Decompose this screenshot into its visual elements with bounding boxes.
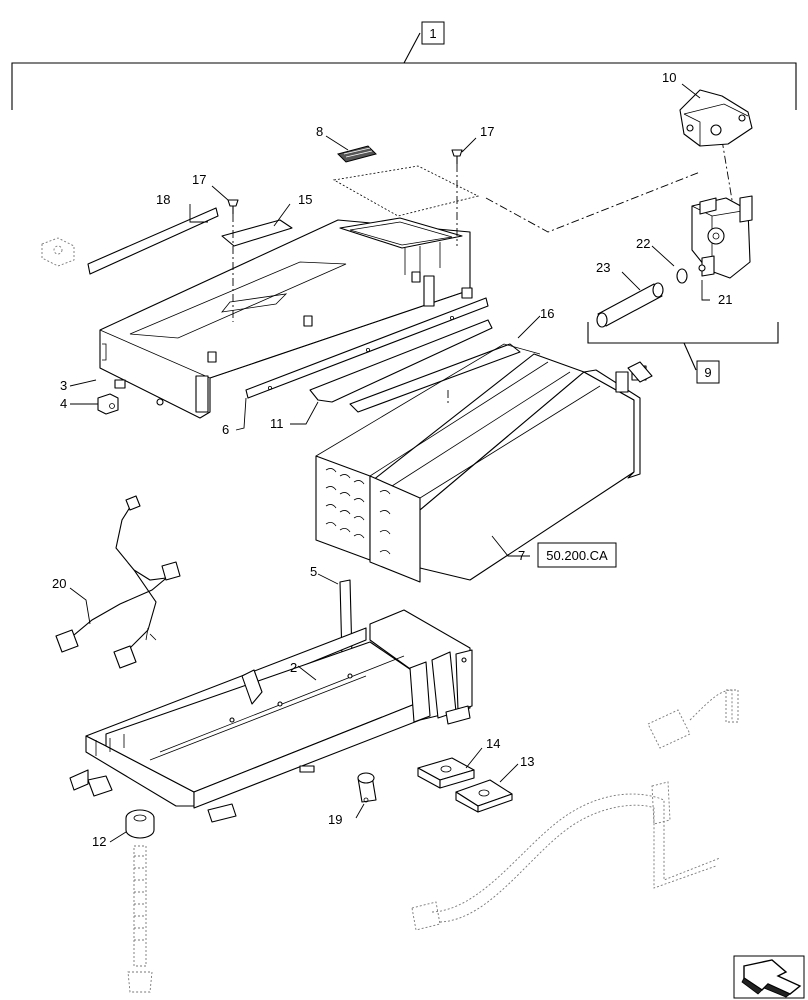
axis-line-actuator	[485, 171, 701, 233]
callout-21: 21	[718, 292, 732, 307]
callout-2: 2	[290, 660, 297, 675]
screw-17-left	[227, 199, 239, 214]
filter-8	[337, 145, 377, 163]
grommet-12	[125, 809, 155, 839]
screw-17-right	[451, 149, 463, 164]
seal-16	[349, 343, 521, 413]
clip	[97, 393, 119, 415]
upper-housing	[99, 217, 473, 419]
callout-8: 8	[316, 124, 323, 139]
plug-19	[357, 772, 377, 803]
callout-22: 22	[636, 236, 650, 251]
callout-13: 13	[520, 754, 534, 769]
ghost-cable-assembly	[411, 689, 739, 931]
heater-core-7	[315, 343, 653, 583]
seal-strip-18	[87, 207, 219, 275]
wiring-harness-20	[55, 495, 181, 669]
callout-15: 15	[298, 192, 312, 207]
core-tube-holes	[325, 468, 391, 555]
assembly-bracket-1: 1	[11, 21, 797, 110]
callout-9: 9	[704, 365, 711, 380]
ghost-clip	[41, 237, 75, 267]
ghost-drain-hose	[127, 845, 153, 993]
callout-14: 14	[486, 736, 500, 751]
callout-4: 4	[60, 396, 67, 411]
callout-12: 12	[92, 834, 106, 849]
next-page-arrow-icon[interactable]	[733, 955, 805, 999]
seal-11	[309, 319, 493, 403]
pad-13	[455, 779, 513, 813]
water-valve-21	[691, 195, 753, 279]
callout-17-right: 17	[480, 124, 494, 139]
seal-pad-15	[221, 219, 293, 247]
callout-11: 11	[270, 416, 284, 431]
strip-6	[245, 297, 489, 399]
callout-17-left: 17	[192, 172, 206, 187]
callout-19: 19	[328, 812, 342, 827]
callout-18: 18	[156, 192, 170, 207]
reference-link-50-200-ca[interactable]: 50.200.CA	[537, 542, 617, 568]
callout-5: 5	[310, 564, 317, 579]
callout-7: 7	[518, 548, 525, 563]
callout-20: 20	[52, 576, 66, 591]
pad-14	[417, 757, 475, 789]
leader-lines	[69, 83, 710, 843]
o-ring-22	[676, 268, 688, 284]
reference-label[interactable]: 50.200.CA	[546, 548, 608, 563]
callout-10: 10	[662, 70, 676, 85]
gasket-plate	[332, 165, 480, 217]
actuator-10	[679, 89, 753, 147]
callout-1: 1	[429, 26, 436, 41]
assembly-bracket-9: 9	[587, 322, 779, 384]
callout-labels: 2 3 4 5 6 7 8 10 11 12 13 14 15 16 17 17…	[52, 70, 732, 849]
callout-23: 23	[596, 260, 610, 275]
callout-3: 3	[60, 378, 67, 393]
callout-16: 16	[540, 306, 554, 321]
callout-6: 6	[222, 422, 229, 437]
lower-housing	[69, 609, 473, 823]
tube-23	[596, 282, 664, 328]
